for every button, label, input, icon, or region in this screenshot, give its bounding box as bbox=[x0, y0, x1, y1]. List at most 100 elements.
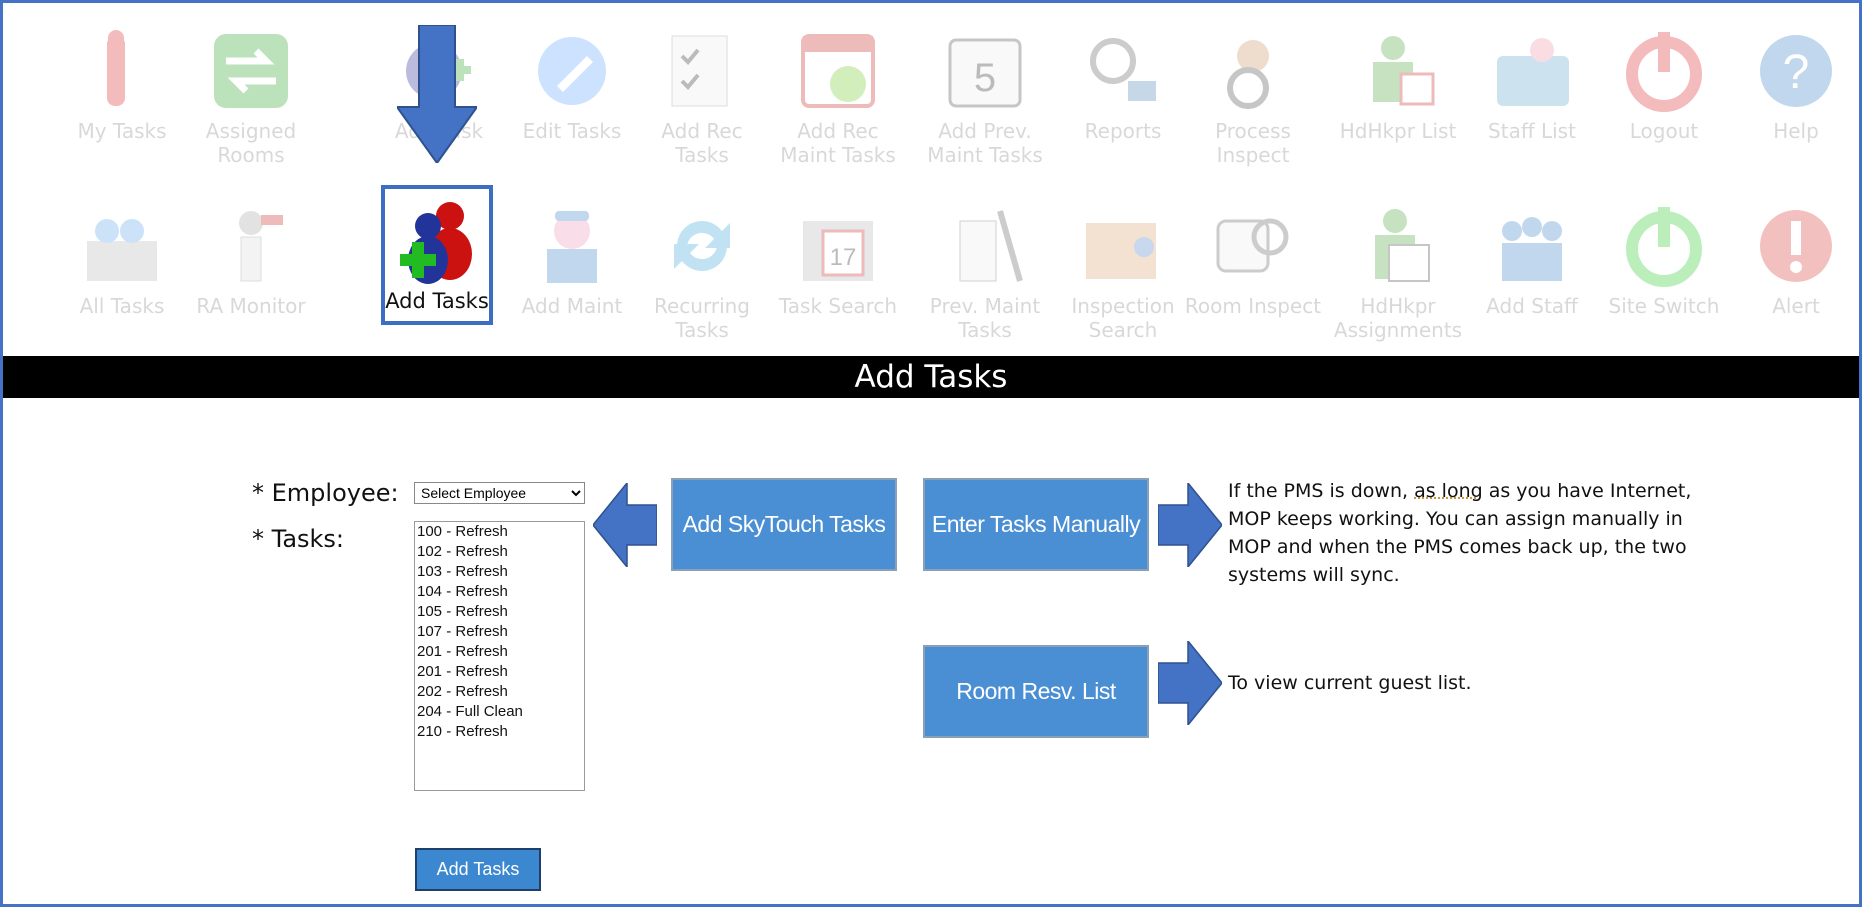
page-title: Add Tasks bbox=[3, 356, 1859, 398]
nav-item-add-rec-maint-tasks[interactable]: Add Rec Maint Tasks bbox=[768, 13, 908, 173]
nav-item-my-tasks[interactable]: My Tasks bbox=[52, 13, 192, 173]
nav-item-label: Alert bbox=[1772, 294, 1820, 318]
task-option[interactable]: 104 - Refresh bbox=[417, 583, 508, 600]
nav-item-label: Site Switch bbox=[1608, 294, 1720, 318]
manual-note-text: If the PMS is down, bbox=[1228, 480, 1415, 502]
nav-item-edit-tasks[interactable]: Edit Tasks bbox=[502, 13, 642, 173]
down-arrow-icon bbox=[397, 25, 477, 163]
add-staff-icon bbox=[1484, 198, 1580, 294]
hdhkpr-list-icon bbox=[1350, 23, 1446, 119]
enter-tasks-manually-button[interactable]: Enter Tasks Manually bbox=[923, 478, 1149, 571]
nav-item-all-tasks[interactable]: All Tasks bbox=[52, 188, 192, 348]
nav-item-label: Assigned Rooms bbox=[205, 119, 297, 167]
nav-item-inspection-search[interactable]: Inspection Search bbox=[1053, 188, 1193, 348]
assigned-rooms-icon bbox=[203, 23, 299, 119]
nav-item-label: All Tasks bbox=[79, 294, 165, 318]
task-option[interactable]: 201 - Refresh bbox=[417, 643, 508, 660]
nav-item-label: Add Rec Tasks bbox=[661, 119, 743, 167]
nav-item-hdhkpr-assignments[interactable]: HdHkpr Assignments bbox=[1328, 188, 1468, 348]
nav-item-label: Add Staff bbox=[1486, 294, 1578, 318]
add-rec-maint-tasks-icon bbox=[790, 23, 886, 119]
prev-maint-tasks-icon bbox=[937, 198, 1033, 294]
help-icon: ? bbox=[1748, 23, 1844, 119]
nav-item-label: Edit Tasks bbox=[522, 119, 622, 143]
room-resv-list-button[interactable]: Room Resv. List bbox=[923, 645, 1149, 738]
add-prev-maint-tasks-icon: 5 bbox=[937, 23, 1033, 119]
guest-note: To view current guest list. bbox=[1228, 672, 1472, 694]
nav-item-label: Task Search bbox=[778, 294, 898, 318]
task-option[interactable]: 107 - Refresh bbox=[417, 623, 508, 640]
add-rec-tasks-icon bbox=[654, 23, 750, 119]
task-option[interactable]: 103 - Refresh bbox=[417, 563, 508, 580]
manual-note-underlined: as long bbox=[1414, 480, 1483, 502]
nav-item-hdhkpr-list[interactable]: HdHkpr List bbox=[1328, 13, 1468, 173]
nav-item-staff-list[interactable]: Staff List bbox=[1462, 13, 1602, 173]
task-option[interactable]: 102 - Refresh bbox=[417, 543, 508, 560]
task-option[interactable]: 204 - Full Clean bbox=[417, 703, 523, 720]
logout-icon bbox=[1616, 23, 1712, 119]
process-inspect-icon bbox=[1205, 23, 1301, 119]
nav-item-label: Room Inspect bbox=[1184, 294, 1322, 318]
nav-item-add-maint[interactable]: Add Maint bbox=[502, 188, 642, 348]
employee-select[interactable]: Select Employee bbox=[414, 482, 585, 504]
nav-item-label: HdHkpr Assignments bbox=[1333, 294, 1463, 342]
task-option[interactable]: 210 - Refresh bbox=[417, 723, 508, 740]
nav-item-label: Inspection Search bbox=[1071, 294, 1175, 342]
nav-item-recurring-tasks[interactable]: Recurring Tasks bbox=[632, 188, 772, 348]
nav-item-reports[interactable]: Reports bbox=[1053, 13, 1193, 173]
nav-item-assigned-rooms[interactable]: Assigned Rooms bbox=[181, 13, 321, 173]
left-arrow-icon bbox=[593, 483, 657, 567]
reports-icon bbox=[1075, 23, 1171, 119]
nav-item-process-inspect[interactable]: Process Inspect bbox=[1183, 13, 1323, 173]
employee-label: * Employee: bbox=[252, 479, 399, 507]
task-option[interactable]: 100 - Refresh bbox=[417, 523, 508, 540]
recurring-tasks-icon bbox=[654, 198, 750, 294]
svg-text:17: 17 bbox=[830, 244, 857, 271]
nav-item-label: Reports bbox=[1084, 119, 1162, 143]
right-arrow-icon bbox=[1158, 483, 1222, 567]
nav-item-site-switch[interactable]: Site Switch bbox=[1594, 188, 1734, 348]
manual-note: If the PMS is down, as long as you have … bbox=[1228, 477, 1728, 589]
add-maint-icon bbox=[524, 198, 620, 294]
add-skytouch-tasks-button[interactable]: Add SkyTouch Tasks bbox=[671, 478, 897, 571]
nav-item-label: Staff List bbox=[1488, 119, 1576, 143]
task-option[interactable]: 202 - Refresh bbox=[417, 683, 508, 700]
nav-item-alert[interactable]: Alert bbox=[1726, 188, 1859, 348]
nav-item-add-rec-tasks[interactable]: Add Rec Tasks bbox=[632, 13, 772, 173]
right-arrow-icon bbox=[1158, 641, 1222, 725]
add-tasks-icon bbox=[389, 193, 485, 289]
nav-item-label: Process Inspect bbox=[1215, 119, 1291, 167]
tasks-listbox[interactable]: 100 - Refresh 102 - Refresh 103 - Refresh 1… bbox=[414, 521, 585, 791]
inspection-search-icon bbox=[1075, 198, 1171, 294]
nav-item-label: Help bbox=[1773, 119, 1819, 143]
nav-item-room-inspect[interactable]: Room Inspect bbox=[1183, 188, 1323, 348]
nav-item-label: Logout bbox=[1629, 119, 1699, 143]
staff-list-icon bbox=[1484, 23, 1580, 119]
nav-item-help[interactable]: ? Help bbox=[1726, 13, 1859, 173]
my-tasks-icon bbox=[74, 23, 170, 119]
nav-item-label: HdHkpr List bbox=[1339, 119, 1457, 143]
site-switch-icon bbox=[1616, 198, 1712, 294]
task-option[interactable]: 105 - Refresh bbox=[417, 603, 508, 620]
nav-item-label: Add Prev. Maint Tasks bbox=[927, 119, 1043, 167]
hdhkpr-assignments-icon bbox=[1350, 198, 1446, 294]
nav-item-logout[interactable]: Logout bbox=[1594, 13, 1734, 173]
add-tasks-submit-button[interactable]: Add Tasks bbox=[415, 848, 541, 891]
nav-item-label: Recurring Tasks bbox=[654, 294, 750, 342]
svg-text:?: ? bbox=[1783, 46, 1810, 99]
nav-item-add-staff[interactable]: Add Staff bbox=[1462, 188, 1602, 348]
nav-item-prev-maint-tasks[interactable]: Prev. Maint Tasks bbox=[915, 188, 1055, 348]
alert-icon bbox=[1748, 198, 1844, 294]
nav-item-label: Prev. Maint Tasks bbox=[929, 294, 1041, 342]
nav-item-ra-monitor[interactable]: RA Monitor bbox=[181, 188, 321, 348]
all-tasks-icon bbox=[74, 198, 170, 294]
tasks-label: * Tasks: bbox=[252, 525, 345, 553]
nav-item-add-tasks[interactable]: Add Tasks bbox=[381, 185, 493, 325]
ra-monitor-icon bbox=[203, 198, 299, 294]
task-option[interactable]: 201 - Refresh bbox=[417, 663, 508, 680]
